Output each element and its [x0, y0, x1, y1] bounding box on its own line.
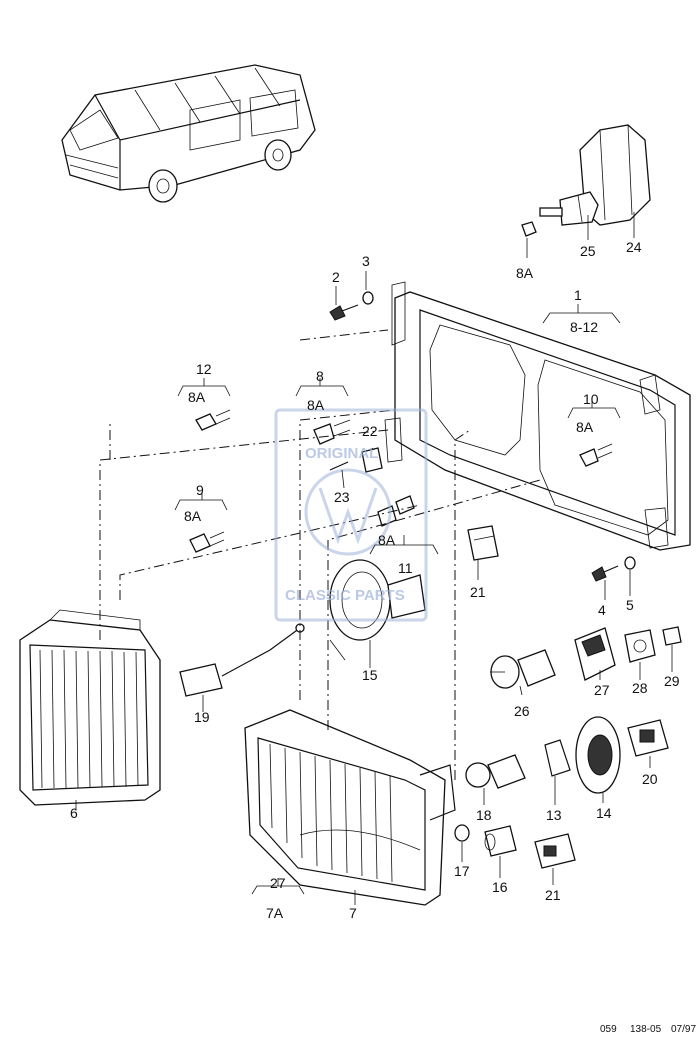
screw-2 — [329, 304, 359, 321]
part-labels: 2 3 1 8-12 8A 25 24 12 8A 8 8A 22 23 9 8… — [70, 239, 680, 921]
label-6: 6 — [70, 805, 78, 821]
bulb-8A-top — [521, 221, 537, 237]
label-7: 7 — [349, 905, 357, 921]
label-8: 8 — [316, 368, 324, 384]
label-4: 4 — [598, 602, 606, 618]
label-8A-mid: 8A — [378, 532, 396, 548]
bulb-16 — [484, 825, 517, 857]
leader-lines — [75, 212, 673, 905]
label-13: 13 — [546, 807, 562, 823]
label-26: 26 — [514, 703, 530, 719]
label-10-sub: 8A — [576, 419, 594, 435]
screw-4 — [591, 565, 619, 582]
label-21-upper: 21 — [470, 584, 486, 600]
label-27-upper: 27 — [594, 682, 610, 698]
bulb-18 — [465, 754, 526, 789]
headlight-cover-24 — [539, 124, 651, 226]
footer-date: 07/97 — [671, 1024, 696, 1035]
footer-code-1: 059 — [600, 1024, 617, 1035]
label-28: 28 — [632, 680, 648, 696]
label-9-sub: 8A — [184, 508, 202, 524]
footer-code-2: 138-05 — [630, 1024, 662, 1035]
label-21-lower: 21 — [545, 887, 561, 903]
pin-23 — [329, 461, 349, 471]
label-14: 14 — [596, 805, 612, 821]
label-5: 5 — [626, 597, 634, 613]
bulb-12 — [195, 409, 231, 431]
headlight-7 — [244, 709, 456, 906]
spring-13 — [544, 739, 571, 777]
bulb-17 — [454, 824, 470, 842]
bulb-19 — [179, 623, 305, 697]
connector-20 — [627, 719, 669, 757]
fog-lamp-6 — [19, 609, 161, 806]
clip-22 — [361, 447, 383, 473]
label-12: 12 — [196, 361, 212, 377]
label-11: 11 — [398, 560, 413, 576]
label-9: 9 — [196, 482, 204, 498]
gasket-29 — [662, 626, 682, 646]
label-24: 24 — [626, 239, 642, 255]
assembly-lines — [99, 329, 541, 780]
washer-5 — [624, 556, 636, 570]
headlight-frame-1 — [384, 281, 691, 551]
label-12-sub: 8A — [188, 389, 206, 405]
holder-27 — [574, 627, 616, 681]
connector-21-upper — [467, 525, 499, 561]
label-15: 15 — [362, 667, 378, 683]
bulb-9 — [189, 531, 225, 553]
label-19: 19 — [194, 709, 210, 725]
label-8A-top: 8A — [516, 265, 534, 281]
label-22: 22 — [362, 423, 378, 439]
connector-21-lower — [534, 833, 576, 869]
label-1: 1 — [574, 287, 582, 303]
socket-28 — [624, 629, 656, 663]
disk-14 — [575, 716, 621, 794]
label-16: 16 — [492, 879, 508, 895]
label-20: 20 — [642, 771, 658, 787]
label-27-sub: 7A — [266, 905, 284, 921]
label-2: 2 — [332, 269, 340, 285]
label-3: 3 — [362, 253, 370, 269]
label-17: 17 — [454, 863, 470, 879]
label-25: 25 — [580, 243, 596, 259]
bulb-8 — [313, 419, 351, 445]
washer-3 — [362, 291, 374, 305]
watermark-top-text: ORIGINAL — [305, 445, 378, 462]
bulb-10 — [579, 443, 613, 467]
label-1-range: 8-12 — [570, 319, 598, 335]
label-29: 29 — [664, 673, 680, 689]
label-8-sub: 8A — [307, 397, 325, 413]
bulb-8A-mid — [377, 495, 415, 527]
label-27-lower: 27 — [270, 875, 286, 891]
footer-codes: 059 138-05 07/97 — [600, 1024, 696, 1035]
label-23: 23 — [334, 489, 350, 505]
bulb-26 — [490, 649, 556, 689]
van-illustration — [61, 64, 316, 203]
label-18: 18 — [476, 807, 492, 823]
label-10: 10 — [583, 391, 599, 407]
watermark-bottom-text: CLASSIC PARTS — [285, 587, 405, 604]
watermark: ORIGINAL CLASSIC PARTS — [274, 408, 428, 622]
